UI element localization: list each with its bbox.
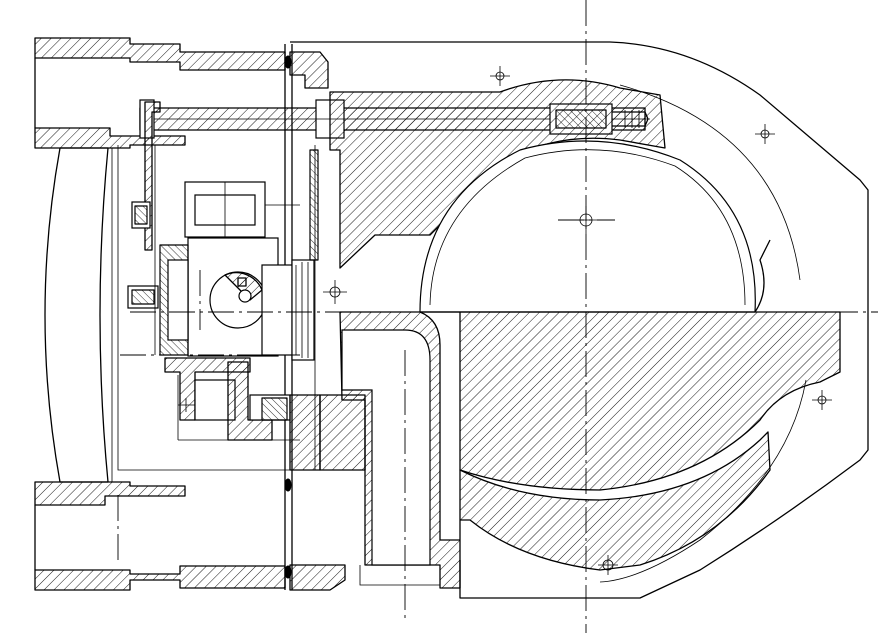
lower-body [339, 311, 771, 589]
center-mark-icon [572, 206, 600, 234]
center-mark-icon [490, 66, 510, 86]
upper-left-flange [34, 37, 329, 149]
gear-assembly [127, 101, 319, 470]
center-mark-icon [812, 390, 832, 410]
lower-bracket [164, 357, 366, 471]
center-mark-icon [323, 280, 347, 304]
center-lines [117, 0, 878, 633]
center-mark-icon [178, 398, 195, 412]
center-marks [178, 66, 832, 575]
center-mark-icon [755, 124, 775, 144]
ball [419, 140, 841, 491]
lower-left-flange [34, 481, 346, 591]
left-cover [44, 145, 300, 483]
center-mark-icon [598, 555, 618, 575]
